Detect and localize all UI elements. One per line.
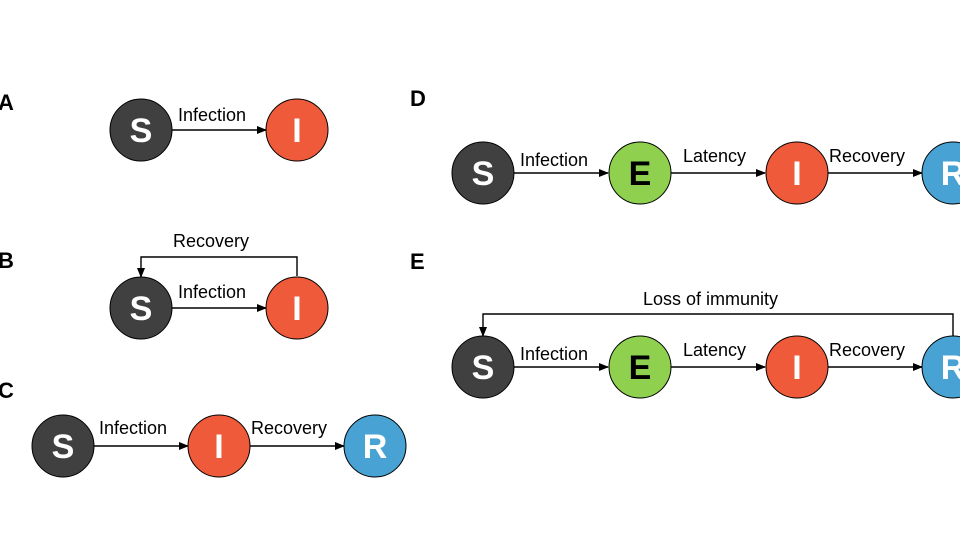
- feedback-label-loss-of-immunity: Loss of immunity: [643, 289, 778, 309]
- panel-e: E Loss of immunity Infection Latency Rec…: [410, 249, 960, 399]
- edge-label-infection: Infection: [178, 282, 246, 302]
- panel-b: B Recovery Infection S I: [0, 231, 329, 340]
- node-i: I: [265, 276, 329, 340]
- node-r-letter: R: [363, 428, 388, 466]
- node-s: S: [109, 276, 173, 340]
- node-e: E: [608, 141, 672, 205]
- node-i: I: [765, 335, 829, 399]
- edge-label-recovery: Recovery: [251, 418, 327, 438]
- edge-label-infection: Infection: [178, 105, 246, 125]
- edge-label-infection: Infection: [520, 150, 588, 170]
- node-i-circle: [265, 276, 329, 340]
- edge-label-infection: Infection: [520, 344, 588, 364]
- panel-c: C Infection Recovery S I R: [0, 378, 407, 478]
- node-s-circle: [451, 141, 515, 205]
- edge-label-latency: Latency: [683, 340, 746, 360]
- node-r-circle: [343, 414, 407, 478]
- node-e-circle: [608, 141, 672, 205]
- panel-d-label: D: [410, 86, 426, 111]
- node-r: R: [921, 141, 960, 205]
- panel-a-label: A: [0, 90, 14, 115]
- node-r: R: [921, 335, 960, 399]
- panel-a: A Infection S I: [0, 90, 329, 162]
- node-i-circle: [265, 98, 329, 162]
- node-i-letter: I: [792, 155, 801, 193]
- edge-label-infection: Infection: [99, 418, 167, 438]
- node-i-letter: I: [792, 349, 801, 387]
- node-i-circle: [765, 335, 829, 399]
- node-s-letter: S: [130, 290, 153, 328]
- panel-c-label: C: [0, 378, 14, 403]
- node-i-letter: I: [292, 112, 301, 150]
- node-e-letter: E: [629, 155, 652, 193]
- node-s-circle: [109, 276, 173, 340]
- edge-label-recovery: Recovery: [829, 340, 905, 360]
- node-s-circle: [451, 335, 515, 399]
- panel-e-label: E: [410, 249, 425, 274]
- feedback-edge-recovery: [137, 256, 298, 278]
- node-e-circle: [608, 335, 672, 399]
- node-i-letter: I: [292, 290, 301, 328]
- node-r-letter: R: [941, 349, 960, 387]
- node-s-circle: [31, 414, 95, 478]
- node-s-letter: S: [472, 349, 495, 387]
- node-r-circle: [921, 335, 960, 399]
- node-s-letter: S: [472, 155, 495, 193]
- node-s: S: [451, 335, 515, 399]
- edge-label-latency: Latency: [683, 146, 746, 166]
- edge-label-recovery: Recovery: [829, 146, 905, 166]
- node-r: R: [343, 414, 407, 478]
- feedback-edge-loss-of-immunity: [479, 313, 954, 337]
- node-e: E: [608, 335, 672, 399]
- node-s: S: [109, 98, 173, 162]
- node-s-letter: S: [52, 428, 75, 466]
- panel-b-label: B: [0, 248, 14, 273]
- node-r-circle: [921, 141, 960, 205]
- node-s: S: [451, 141, 515, 205]
- node-s: S: [31, 414, 95, 478]
- node-i: I: [187, 414, 251, 478]
- node-i-circle: [187, 414, 251, 478]
- node-r-letter: R: [941, 155, 960, 193]
- node-s-letter: S: [130, 112, 153, 150]
- node-s-circle: [109, 98, 173, 162]
- node-i-circle: [765, 141, 829, 205]
- feedback-label-recovery: Recovery: [173, 231, 249, 251]
- node-e-letter: E: [629, 349, 652, 387]
- node-i: I: [765, 141, 829, 205]
- node-i-letter: I: [214, 428, 223, 466]
- node-i: I: [265, 98, 329, 162]
- panel-d: D Infection Latency Recovery S E I R: [410, 86, 960, 205]
